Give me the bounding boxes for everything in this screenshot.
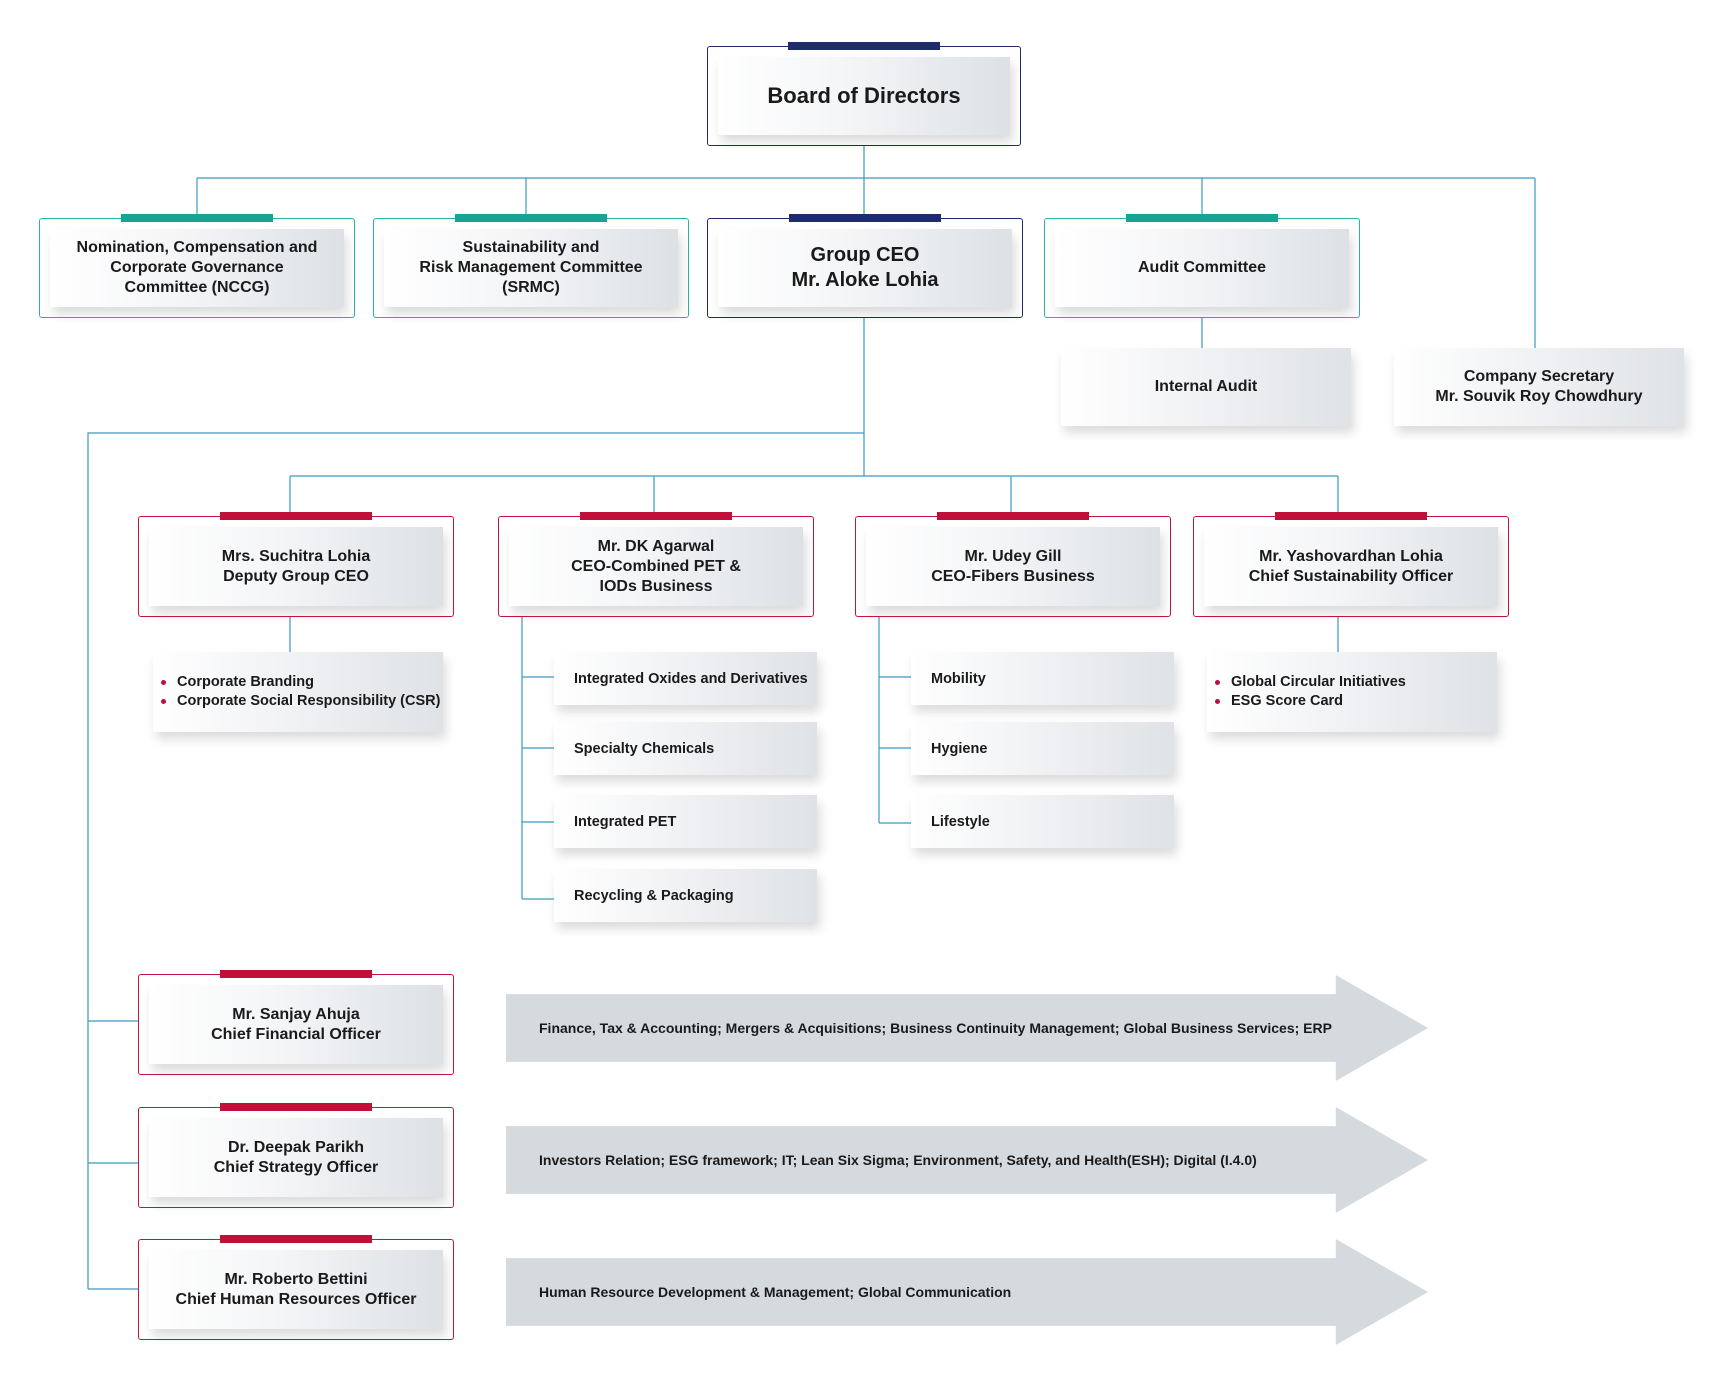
accent-bar [789, 214, 941, 222]
accent-bar [455, 214, 607, 222]
chief-sustainability-officer-label: Mr. Yashovardhan Lohia Chief Sustainabil… [1204, 527, 1498, 606]
chief-financial-officer-label: Mr. Sanjay Ahuja Chief Financial Officer [149, 985, 443, 1064]
business-unit-card: Lifestyle [911, 795, 1174, 848]
chro-scope-text: Human Resource Development & Management;… [539, 1284, 1012, 1300]
bullet-icon [161, 699, 166, 704]
agarwal-units-line [521, 617, 554, 900]
cso-scope-arrow: Investors Relation; ESG framework; IT; L… [506, 1107, 1428, 1213]
company-secretary-card: Company Secretary Mr. Souvik Roy Chowdhu… [1394, 348, 1684, 426]
bullet-icon [1215, 699, 1220, 704]
accent-bar [220, 512, 372, 520]
deputy-group-ceo-box: Mrs. Suchitra Lohia Deputy Group CEO [138, 512, 454, 617]
business-unit-card: Integrated Oxides and Derivatives [554, 652, 817, 705]
deputy-group-ceo-label: Mrs. Suchitra Lohia Deputy Group CEO [149, 527, 443, 606]
deputy-ceo-portfolio-list: Corporate Branding Corporate Social Resp… [153, 673, 440, 711]
chro-scope-arrow: Human Resource Development & Management;… [506, 1239, 1428, 1345]
ceo-pet-iods-box: Mr. DK Agarwal CEO-Combined PET & IODs B… [498, 512, 814, 617]
accent-bar [220, 1103, 372, 1111]
bullet-icon [161, 680, 166, 686]
chief-strategy-officer-box: Dr. Deepak Parikh Chief Strategy Officer [138, 1103, 454, 1208]
deputy-ceo-portfolio-card: Corporate Branding Corporate Social Resp… [153, 652, 443, 732]
nccg-committee-box: Nomination, Compensation and Corporate G… [39, 214, 355, 318]
accent-bar [220, 970, 372, 978]
chief-financial-officer-box: Mr. Sanjay Ahuja Chief Financial Officer [138, 970, 454, 1075]
ceo-to-officers-line [87, 432, 864, 1290]
ceo-fibers-label: Mr. Udey Gill CEO-Fibers Business [866, 527, 1160, 606]
sustainability-portfolio-list: Global Circular Initiatives ESG Score Ca… [1207, 673, 1406, 711]
accent-bar [1275, 512, 1427, 520]
business-unit-card: Hygiene [911, 722, 1174, 775]
group-ceo-label: Group CEO Mr. Aloke Lohia [718, 229, 1012, 307]
chief-strategy-officer-label: Dr. Deepak Parikh Chief Strategy Officer [149, 1118, 443, 1197]
gill-units-line [878, 617, 911, 824]
accent-bar [937, 512, 1089, 520]
board-of-directors-label: Board of Directors [718, 57, 1010, 135]
list-item: Global Circular Initiatives [1215, 673, 1406, 692]
audit-committee-label: Audit Committee [1055, 229, 1349, 307]
list-item: ESG Score Card [1215, 692, 1406, 711]
business-unit-card: Mobility [911, 652, 1174, 705]
chief-sustainability-officer-box: Mr. Yashovardhan Lohia Chief Sustainabil… [1193, 512, 1509, 617]
internal-audit-card: Internal Audit [1061, 348, 1351, 426]
ceo-pet-iods-label: Mr. DK Agarwal CEO-Combined PET & IODs B… [509, 527, 803, 606]
accent-bar [121, 214, 273, 222]
board-to-committees-line [196, 146, 1536, 348]
business-unit-card: Recycling & Packaging [554, 869, 817, 922]
sustainability-portfolio-card: Global Circular Initiatives ESG Score Ca… [1207, 652, 1497, 732]
list-item: Corporate Branding [161, 673, 440, 692]
chief-hr-officer-box: Mr. Roberto Bettini Chief Human Resource… [138, 1235, 454, 1340]
accent-bar [580, 512, 732, 520]
cso-scope-text: Investors Relation; ESG framework; IT; L… [539, 1152, 1257, 1168]
audit-committee-box: Audit Committee [1044, 214, 1360, 318]
list-item: Corporate Social Responsibility (CSR) [161, 692, 440, 711]
business-unit-card: Specialty Chemicals [554, 722, 817, 775]
business-unit-card: Integrated PET [554, 795, 817, 848]
cfo-scope-text: Finance, Tax & Accounting; Mergers & Acq… [539, 1020, 1332, 1036]
accent-bar [1126, 214, 1278, 222]
srmc-committee-label: Sustainability and Risk Management Commi… [384, 229, 678, 307]
bullet-icon [1215, 680, 1220, 686]
nccg-committee-label: Nomination, Compensation and Corporate G… [50, 229, 344, 307]
accent-bar [788, 42, 940, 50]
srmc-committee-box: Sustainability and Risk Management Commi… [373, 214, 689, 318]
ceo-to-executives-line [289, 318, 1339, 516]
chief-hr-officer-label: Mr. Roberto Bettini Chief Human Resource… [149, 1250, 443, 1329]
group-ceo-box: Group CEO Mr. Aloke Lohia [707, 214, 1023, 318]
board-of-directors-box: Board of Directors [707, 42, 1021, 146]
cfo-scope-arrow: Finance, Tax & Accounting; Mergers & Acq… [506, 975, 1428, 1081]
accent-bar [220, 1235, 372, 1243]
ceo-fibers-box: Mr. Udey Gill CEO-Fibers Business [855, 512, 1171, 617]
